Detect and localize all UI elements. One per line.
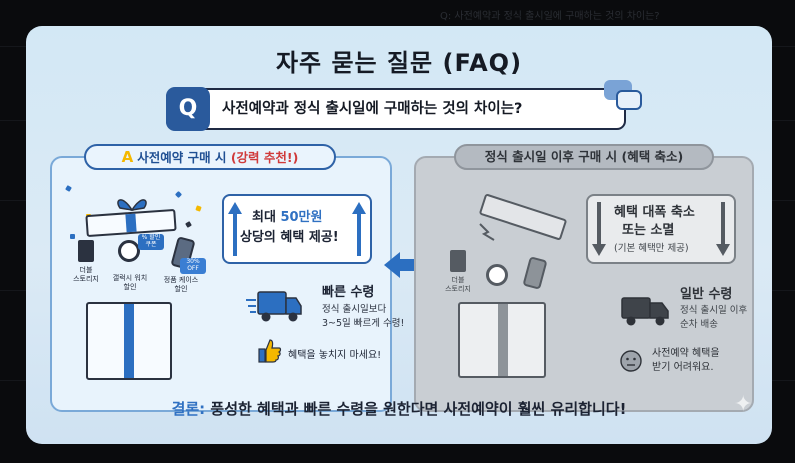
regular-delivery-line1: 정식 출시일 이후 [680,305,748,316]
truck-icon [246,291,302,322]
regular-delivery-line2: 순차 배송 [680,319,718,330]
sd-card-icon [78,240,94,262]
discount-tag: 30% OFF [180,258,206,274]
benefit-line2: 상당의 혜택 제공! [240,230,339,245]
left-arrow-icon [384,252,424,278]
pre-order-heading-note: (강력 추천!) [230,150,299,165]
fast-delivery-title: 빠른 수령 [322,285,375,300]
question-badge-icon: Q [166,87,210,131]
broken-icon [479,223,495,241]
coupon-tag: % 할인 쿠폰 [138,234,164,250]
truck-icon [621,297,669,326]
sparkle-icon: ✦ [734,392,753,417]
down-arrow-icon [716,202,730,256]
regular-release-heading: 정식 출시일 이후 구매 시 (혜택 축소) [454,144,714,170]
down-arrow-icon [592,202,606,256]
faq-infographic-card: 자주 묻는 질문 (FAQ) Q 사전예약과 정식 출시일에 구매하는 것의 차… [26,26,772,444]
gift-bow-icon [117,199,147,212]
reduced-benefit-line2: 또는 소멸 [622,223,675,238]
regular-delivery-title: 일반 수령 [680,287,733,302]
conclusion-text: 풍성한 혜택과 빠른 수령을 원한다면 사전예약이 훨씬 유리합니다! [205,400,627,418]
fast-delivery-line2: 3~5일 빠르게 수령! [322,318,405,329]
hard-note-line2: 받기 어려워요. [652,362,714,373]
background-caption: Q: 사전예약과 정식 출시일에 구매하는 것의 차이는? [440,11,660,22]
question-text: 사전예약과 정식 출시일에 구매하는 것의 차이는? [222,101,523,117]
sd-card-icon [450,250,466,272]
conclusion-label: 결론: [171,400,206,418]
watch-icon [486,264,508,286]
page-title: 자주 묻는 질문 (FAQ) [275,49,523,77]
chat-bubble-icon [616,90,642,110]
reduced-benefit-line1: 혜택 대폭 축소 [614,205,695,220]
reduced-benefit-line3: (기본 혜택만 제공) [614,243,689,254]
pre-order-heading-text: 사전예약 구매 시 [137,150,227,165]
sad-face-icon [620,350,642,372]
fast-delivery-line1: 정식 출시일보다 [322,304,387,315]
up-arrow-icon [228,202,242,256]
up-arrow-icon [352,202,366,256]
reduced-benefit-box [586,194,736,264]
hard-note-line1: 사전예약 혜택을 [652,348,720,359]
answer-badge-icon: A [121,148,134,166]
gift-box-icon [86,302,172,380]
conclusion: 결론: 풍성한 혜택과 빠른 수령을 원한다면 사전예약이 훨씬 유리합니다! [26,398,772,419]
thumbs-up-icon [258,339,282,363]
benefit-box [222,194,372,264]
gift-box-icon [458,302,546,378]
watch-icon [118,240,140,262]
confetti [70,234,75,239]
benefit-line1: 최대 50만원 [252,210,323,225]
dont-miss-tip: 혜택을 놓치지 마세요! [288,350,382,361]
